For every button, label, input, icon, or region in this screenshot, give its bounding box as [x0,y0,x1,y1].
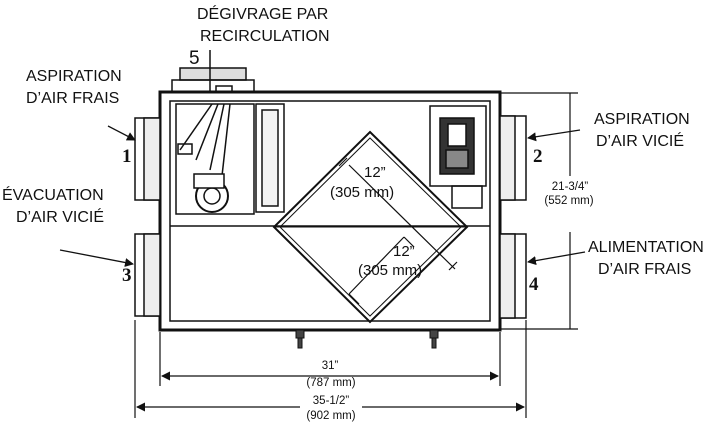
width-body-imperial: 31” [313,360,347,373]
pointer-arrows [59,125,586,267]
defrost-collar [171,50,255,97]
fresh-supply-label-line2: D’AIR FRAIS [598,261,692,278]
core-upper-imperial: 12” [364,164,386,181]
port-number-4: 4 [529,274,539,295]
stale-exhaust-label-line2: D’AIR VICIÉ [16,209,105,226]
stale-exhaust-label-line1: ÉVACUATION [2,187,104,204]
height-imperial: 21-3/4” [544,181,596,194]
defrost-label-line1: DÉGIVRAGE PAR [197,6,329,23]
fresh-supply-label-line1: ALIMENTATION [588,239,704,256]
defrost-label-line2: RECIRCULATION [200,28,330,45]
port-number-2: 2 [533,146,543,167]
fresh-intake-label-line1: ASPIRATION [26,68,122,85]
stale-intake-label-line1: ASPIRATION [594,111,690,128]
port-2 [499,115,527,201]
width-total-metric: (902 mm) [306,410,356,422]
port-1 [134,117,161,201]
defrost-number: 5 [189,48,200,69]
heat-recovery-core [272,130,469,324]
core-dimensions [338,157,458,305]
stale-intake-label-line2: D’AIR VICIÉ [596,133,685,150]
blower-compartment [175,103,285,215]
port-4 [499,233,527,319]
width-total-imperial: 35-1/2” [300,395,362,408]
port-3 [134,233,161,317]
core-lower-metric: (305 mm) [358,262,423,279]
port-number-1: 1 [122,146,132,167]
height-dimension [500,92,578,330]
core-lower-imperial: 12” [393,243,415,260]
drain-fittings [295,329,439,349]
control-box [429,105,487,209]
core-upper-metric: (305 mm) [330,184,395,201]
fresh-intake-label-line2: D’AIR FRAIS [26,90,120,107]
port-number-3: 3 [122,265,132,286]
width-body-metric: (787 mm) [306,377,356,389]
height-metric: (552 mm) [536,195,602,208]
